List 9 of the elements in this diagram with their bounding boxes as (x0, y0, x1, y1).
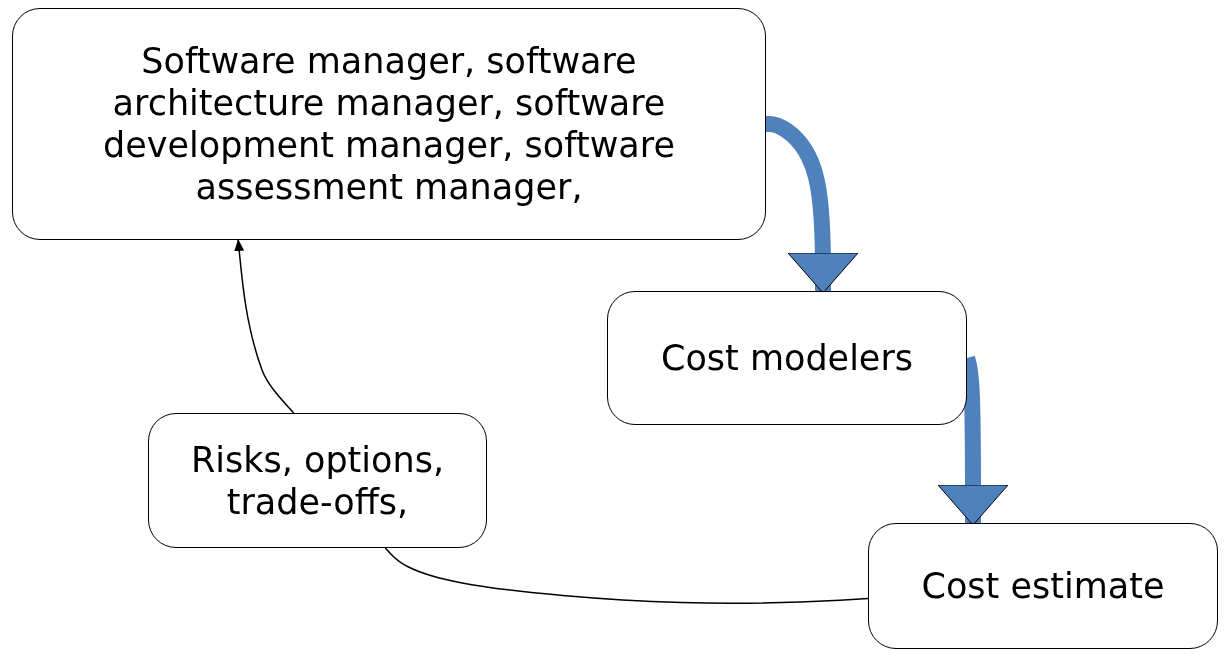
node-text: Software manager, software architecture manager, software development manager, software assessment manager, (102, 40, 676, 208)
arrow (234, 239, 295, 414)
node-text: Cost estimate (921, 565, 1165, 607)
process-box (868, 523, 1218, 649)
process-box (148, 413, 487, 548)
process-box (12, 8, 766, 240)
node-text: Risks, options, trade-offs, (189, 438, 446, 523)
process-box (607, 291, 967, 425)
node-text: Cost modelers (660, 337, 914, 379)
